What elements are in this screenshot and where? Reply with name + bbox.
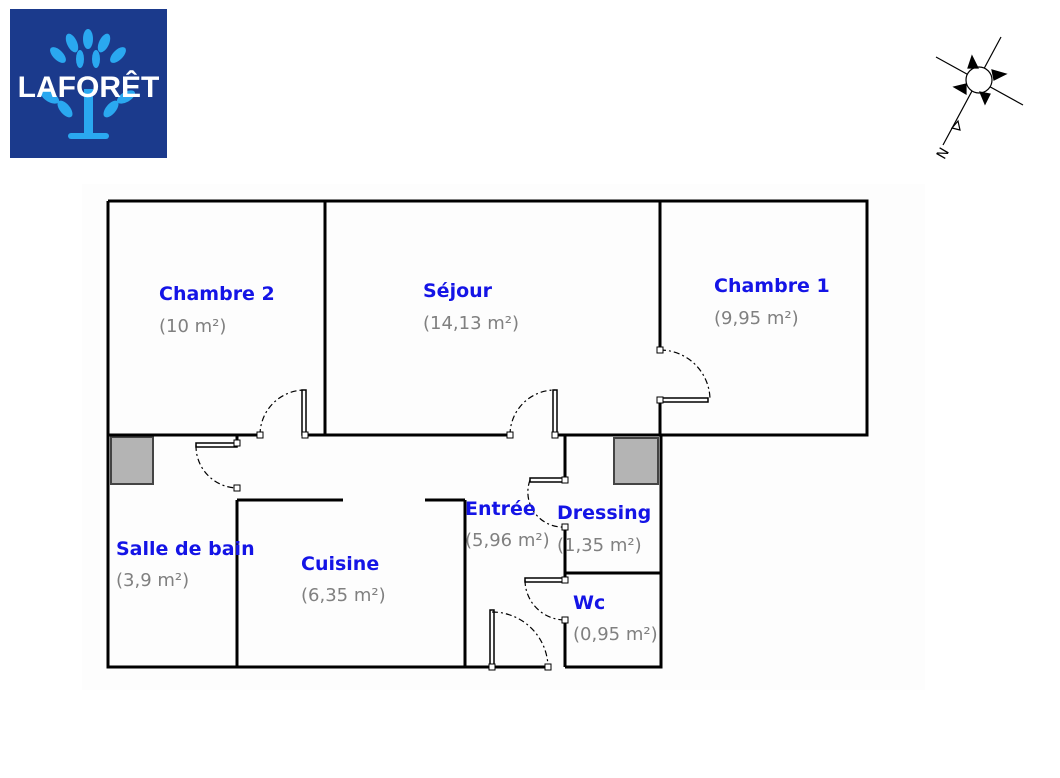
room-area-salle-de-bain: (3,9 m²) bbox=[116, 570, 189, 591]
room-name-entree: Entrée bbox=[465, 498, 536, 520]
room-name-sejour: Séjour bbox=[423, 280, 493, 302]
room-area-cuisine: (6,35 m²) bbox=[301, 585, 386, 606]
logo-brand-text: LAFORÊT bbox=[17, 71, 160, 104]
room-name-dressing: Dressing bbox=[557, 502, 651, 524]
room-area-chambre-1: (9,95 m²) bbox=[714, 308, 799, 329]
room-area-chambre-2: (10 m²) bbox=[159, 316, 226, 337]
room-area-dressing: (1,35 m²) bbox=[557, 535, 642, 556]
tree-icon bbox=[40, 29, 136, 139]
room-name-salle-de-bain: Salle de bain bbox=[116, 538, 255, 560]
laforet-logo: LAFORÊT bbox=[10, 9, 167, 158]
plan-background bbox=[82, 184, 925, 690]
room-area-entree: (5,96 m²) bbox=[465, 530, 550, 551]
north-label: N bbox=[934, 145, 953, 162]
room-name-wc: Wc bbox=[573, 592, 605, 614]
room-name-chambre-2: Chambre 2 bbox=[159, 283, 275, 305]
room-name-chambre-1: Chambre 1 bbox=[714, 275, 830, 297]
doors bbox=[195, 346, 711, 671]
room-area-sejour: (14,13 m²) bbox=[423, 313, 519, 334]
duct-shaft bbox=[110, 436, 154, 485]
walls bbox=[106, 199, 869, 669]
compass-rose-icon: N bbox=[934, 36, 1024, 162]
room-name-cuisine: Cuisine bbox=[301, 553, 379, 575]
duct-shaft bbox=[613, 437, 659, 485]
room-area-wc: (0,95 m²) bbox=[573, 624, 658, 645]
